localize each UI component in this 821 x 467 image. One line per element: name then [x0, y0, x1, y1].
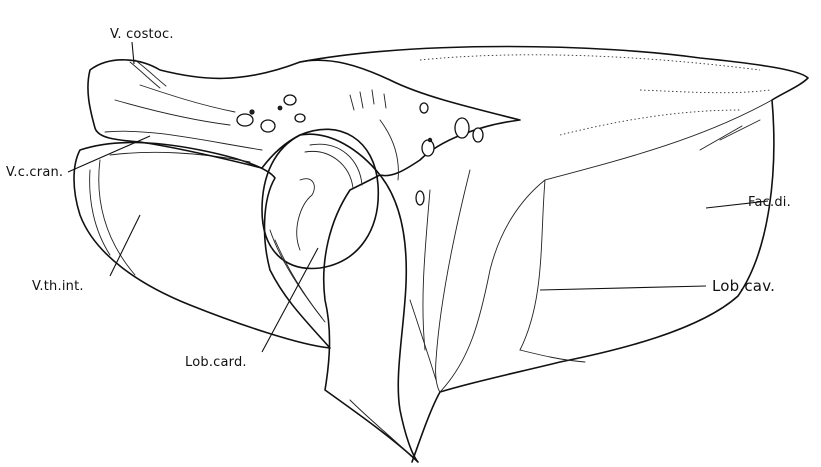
label-v-c-cran: V.c.cran. — [6, 165, 63, 180]
label-lob-cav: Lob.cav. — [712, 277, 775, 295]
leader-v-c-cran — [68, 136, 150, 172]
labels: V. costoc. V.c.cran. V.th.int. Lob.card.… — [6, 27, 791, 370]
label-lob-card: Lob.card. — [185, 355, 247, 370]
central-lobe — [324, 170, 470, 462]
left-lobe — [74, 143, 330, 349]
label-v-costoc: V. costoc. — [110, 27, 174, 42]
leader-lob-cav — [540, 286, 706, 290]
cardiac-lobe — [262, 129, 378, 322]
right-lobe — [300, 47, 808, 463]
dorsal-vessels — [88, 60, 520, 205]
label-fac-di: Fac.di. — [748, 195, 791, 210]
label-v-th-int: V.th.int. — [32, 279, 84, 294]
